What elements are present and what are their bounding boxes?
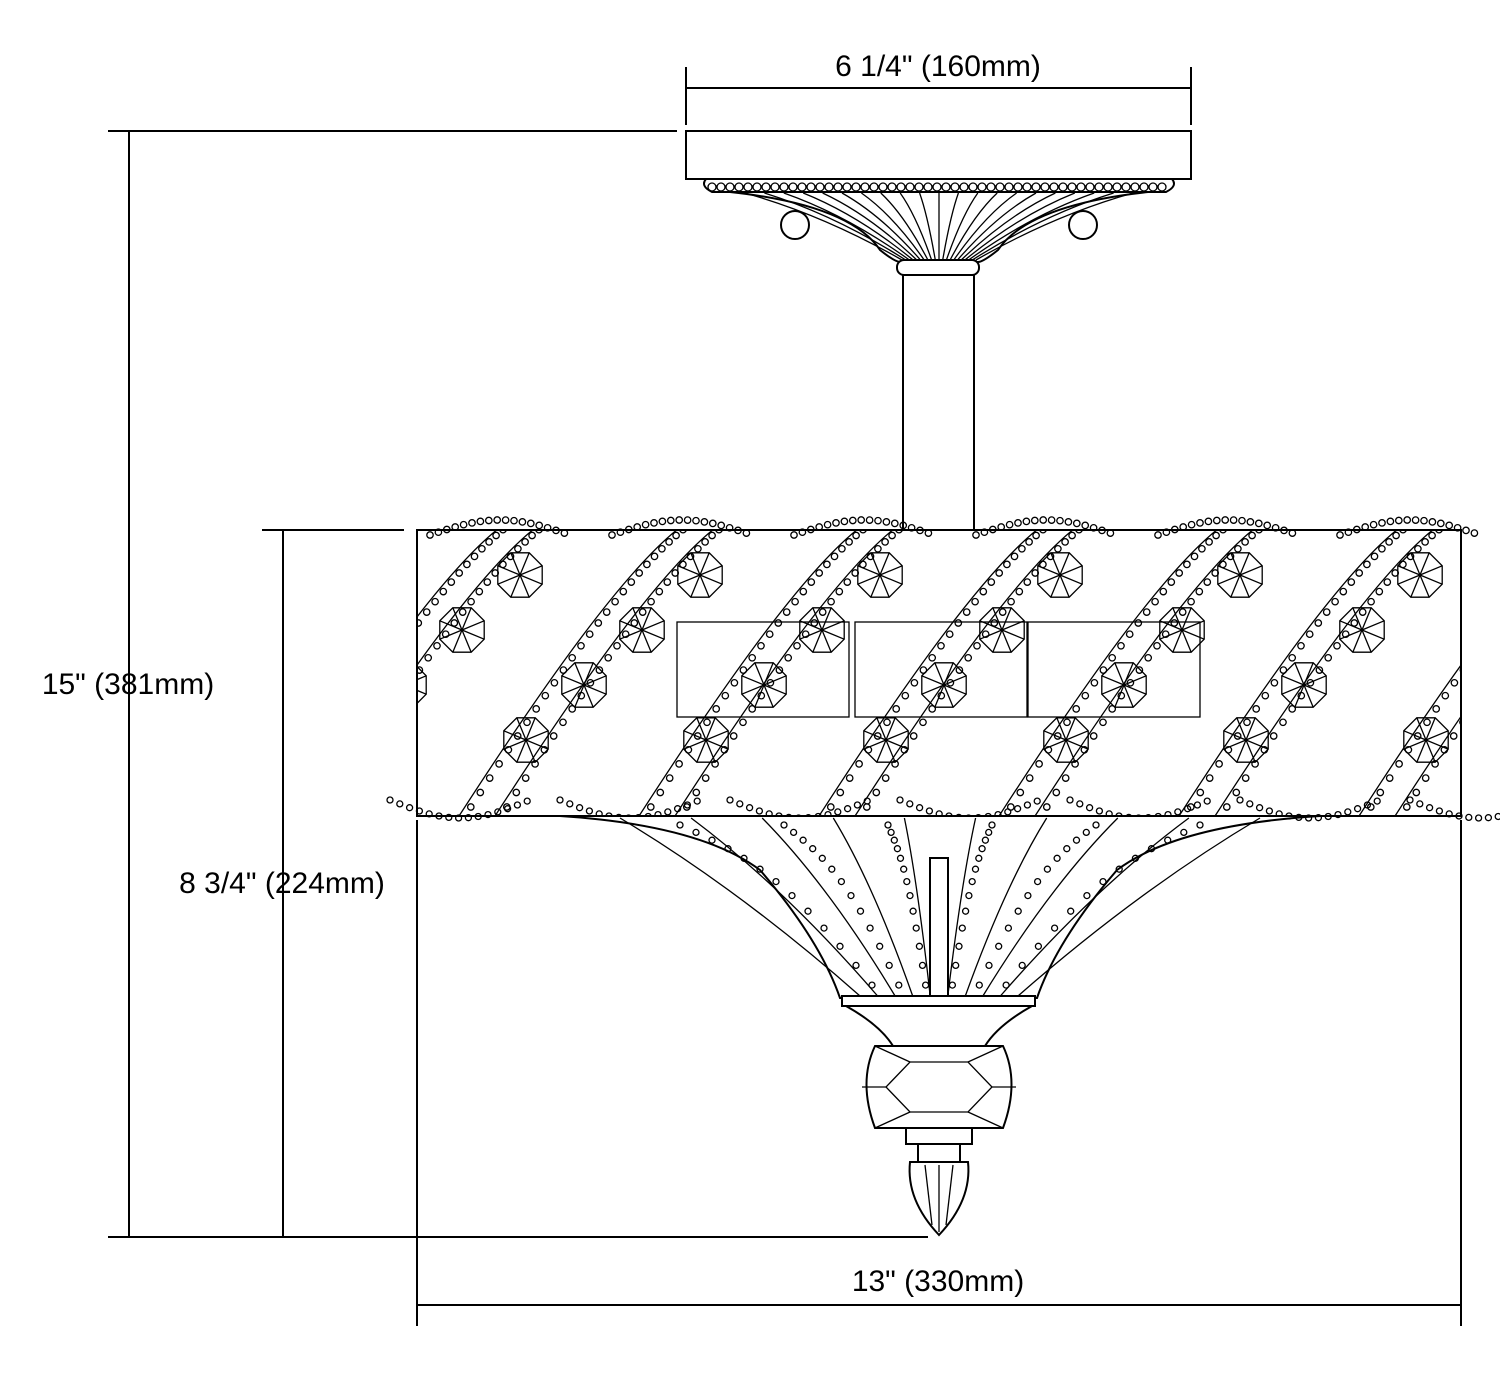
finial — [841, 995, 1036, 1237]
overall-height-label: 15" (381mm) — [42, 668, 214, 701]
shade-height-dimension — [262, 529, 404, 1237]
canopy-width-label: 6 1/4" (160mm) — [835, 50, 1041, 83]
crystal-drum-shade — [386, 516, 1500, 822]
lower-bowl — [559, 815, 1321, 999]
shade-width-dimension — [416, 820, 1462, 1326]
stem-rod — [902, 274, 975, 532]
light-fixture — [386, 130, 1500, 1237]
dimension-lines — [108, 67, 1462, 1326]
shade-width-label: 13" (330mm) — [852, 1265, 1024, 1298]
overall-height-dimension — [108, 130, 928, 1238]
canopy-width-dimension — [685, 67, 1192, 125]
shade-height-label: 8 3/4" (224mm) — [179, 867, 385, 900]
ceiling-canopy — [685, 130, 1192, 276]
